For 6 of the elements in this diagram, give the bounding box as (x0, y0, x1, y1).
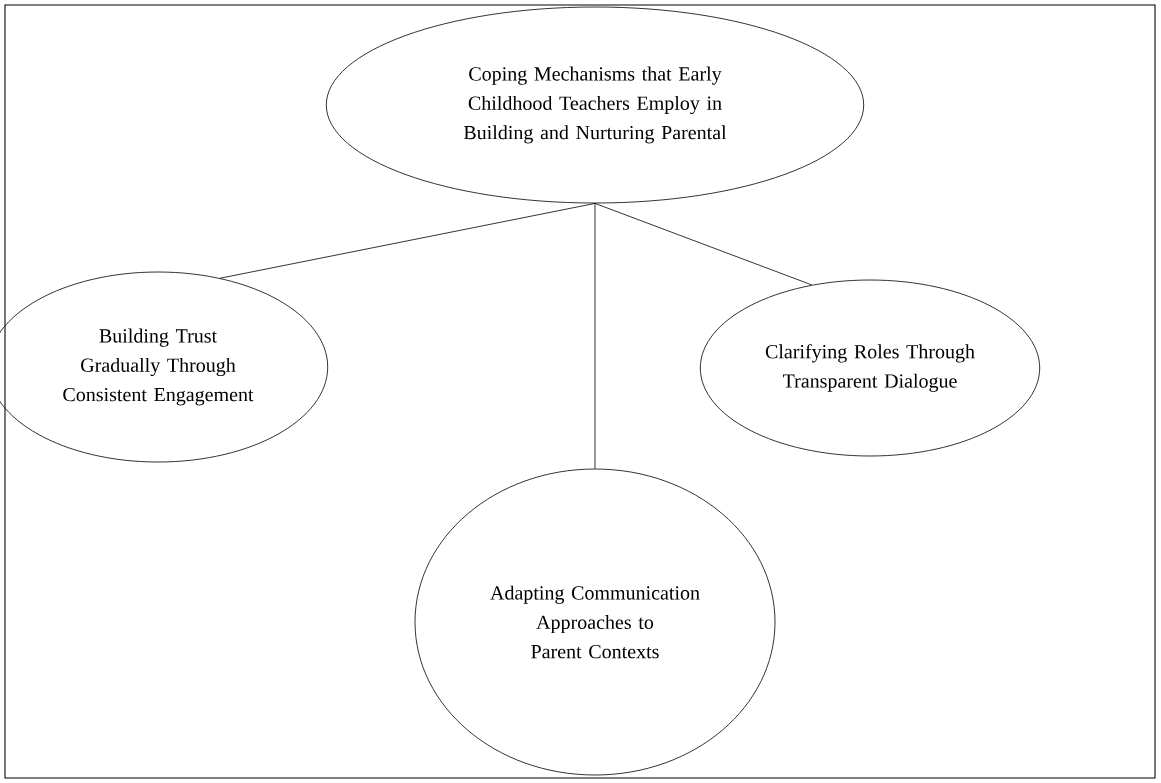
connector-line (594, 203, 596, 469)
connector-line (219, 203, 596, 279)
ellipse-node: Coping Mechanisms that Early Childhood Teachers Employ in Building and Nurturing Parental (325, 6, 865, 204)
connector-line (594, 203, 813, 286)
ellipse-node: Adapting Communication Approaches to Parent Contexts (414, 468, 776, 776)
ellipse-node: Clarifying Roles Through Transparent Dialogue (699, 279, 1041, 457)
